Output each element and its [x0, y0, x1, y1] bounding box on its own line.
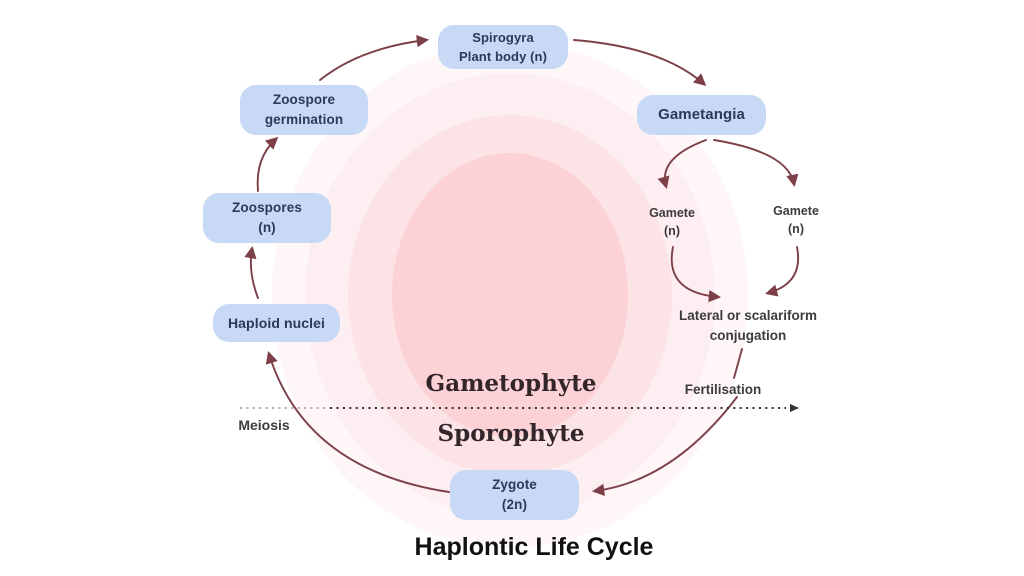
arrow-germination-to-spirogyra	[319, 34, 430, 81]
node-zoospore-germination-line1: Zoospore	[272, 91, 336, 107]
arrow-haploid-to-zoospores	[244, 245, 259, 299]
arrow-zoospores-to-germination	[256, 136, 279, 192]
arrow-gamete-left-to-conjugation	[670, 246, 722, 303]
label-fertilisation-text: Fertilisation	[684, 382, 762, 397]
label-conjugation-line1: Lateral or scalariform	[678, 308, 818, 323]
label-conjugation-line2: conjugation	[709, 327, 787, 343]
label-conjugation: Lateral or scalariform conjugation	[648, 306, 848, 345]
node-zygote-line1: Zygote	[492, 476, 537, 492]
phase-divider-dotted-line	[240, 404, 799, 412]
phase-gametophyte: Gametophyte	[425, 370, 597, 397]
label-gamete-right: Gamete (n)	[756, 202, 836, 238]
background-ring-inner	[392, 153, 628, 437]
label-gamete-left: Gamete (n)	[632, 204, 712, 240]
divider-arrowhead	[790, 404, 799, 412]
label-gamete-left-line1: Gamete	[649, 206, 695, 220]
node-spirogyra-line1: Spirogyra	[472, 29, 534, 45]
node-zoospores-line1: Zoospores	[232, 199, 302, 215]
label-gamete-right-line2: (n)	[788, 222, 804, 237]
arrow-gametangia-to-gamete-left	[657, 139, 707, 189]
node-zygote: Zygote (2n)	[450, 470, 579, 520]
arrow-zygote-to-haploid-meiosis	[265, 351, 450, 493]
label-gamete-left-line2: (n)	[664, 224, 680, 239]
arrow-spirogyra-to-gametangia	[573, 39, 707, 87]
node-gametangia-label: Gametangia	[658, 105, 745, 123]
phase-sporophyte: Sporophyte	[437, 420, 585, 447]
arrow-gamete-right-to-conjugation	[765, 246, 799, 297]
node-zoospores-line2: (n)	[258, 220, 276, 235]
node-gametangia: Gametangia	[637, 95, 766, 135]
label-meiosis: Meiosis	[214, 415, 314, 435]
node-zoospore-germination: Zoospore germination	[240, 85, 368, 135]
node-haploid-nuclei-label: Haploid nuclei	[227, 314, 326, 331]
label-meiosis-text: Meiosis	[238, 417, 290, 433]
page-title: Haplontic Life Cycle	[414, 533, 654, 561]
node-zygote-line2: (2n)	[501, 497, 528, 512]
node-spirogyra-line2: Plant body (n)	[458, 49, 548, 64]
label-fertilisation: Fertilisation	[663, 380, 783, 400]
arrow-gametangia-to-gamete-right	[713, 139, 799, 188]
node-haploid-nuclei: Haploid nuclei	[213, 304, 340, 342]
node-spirogyra: Spirogyra Plant body (n)	[438, 25, 568, 69]
node-zoospores: Zoospores (n)	[203, 193, 331, 243]
arrow-fertilisation-to-zygote	[591, 396, 738, 496]
node-zoospore-germination-line2: germination	[264, 112, 344, 127]
connector-conjugation-to-fertilisation	[733, 348, 743, 379]
label-gamete-right-line1: Gamete	[773, 204, 819, 218]
